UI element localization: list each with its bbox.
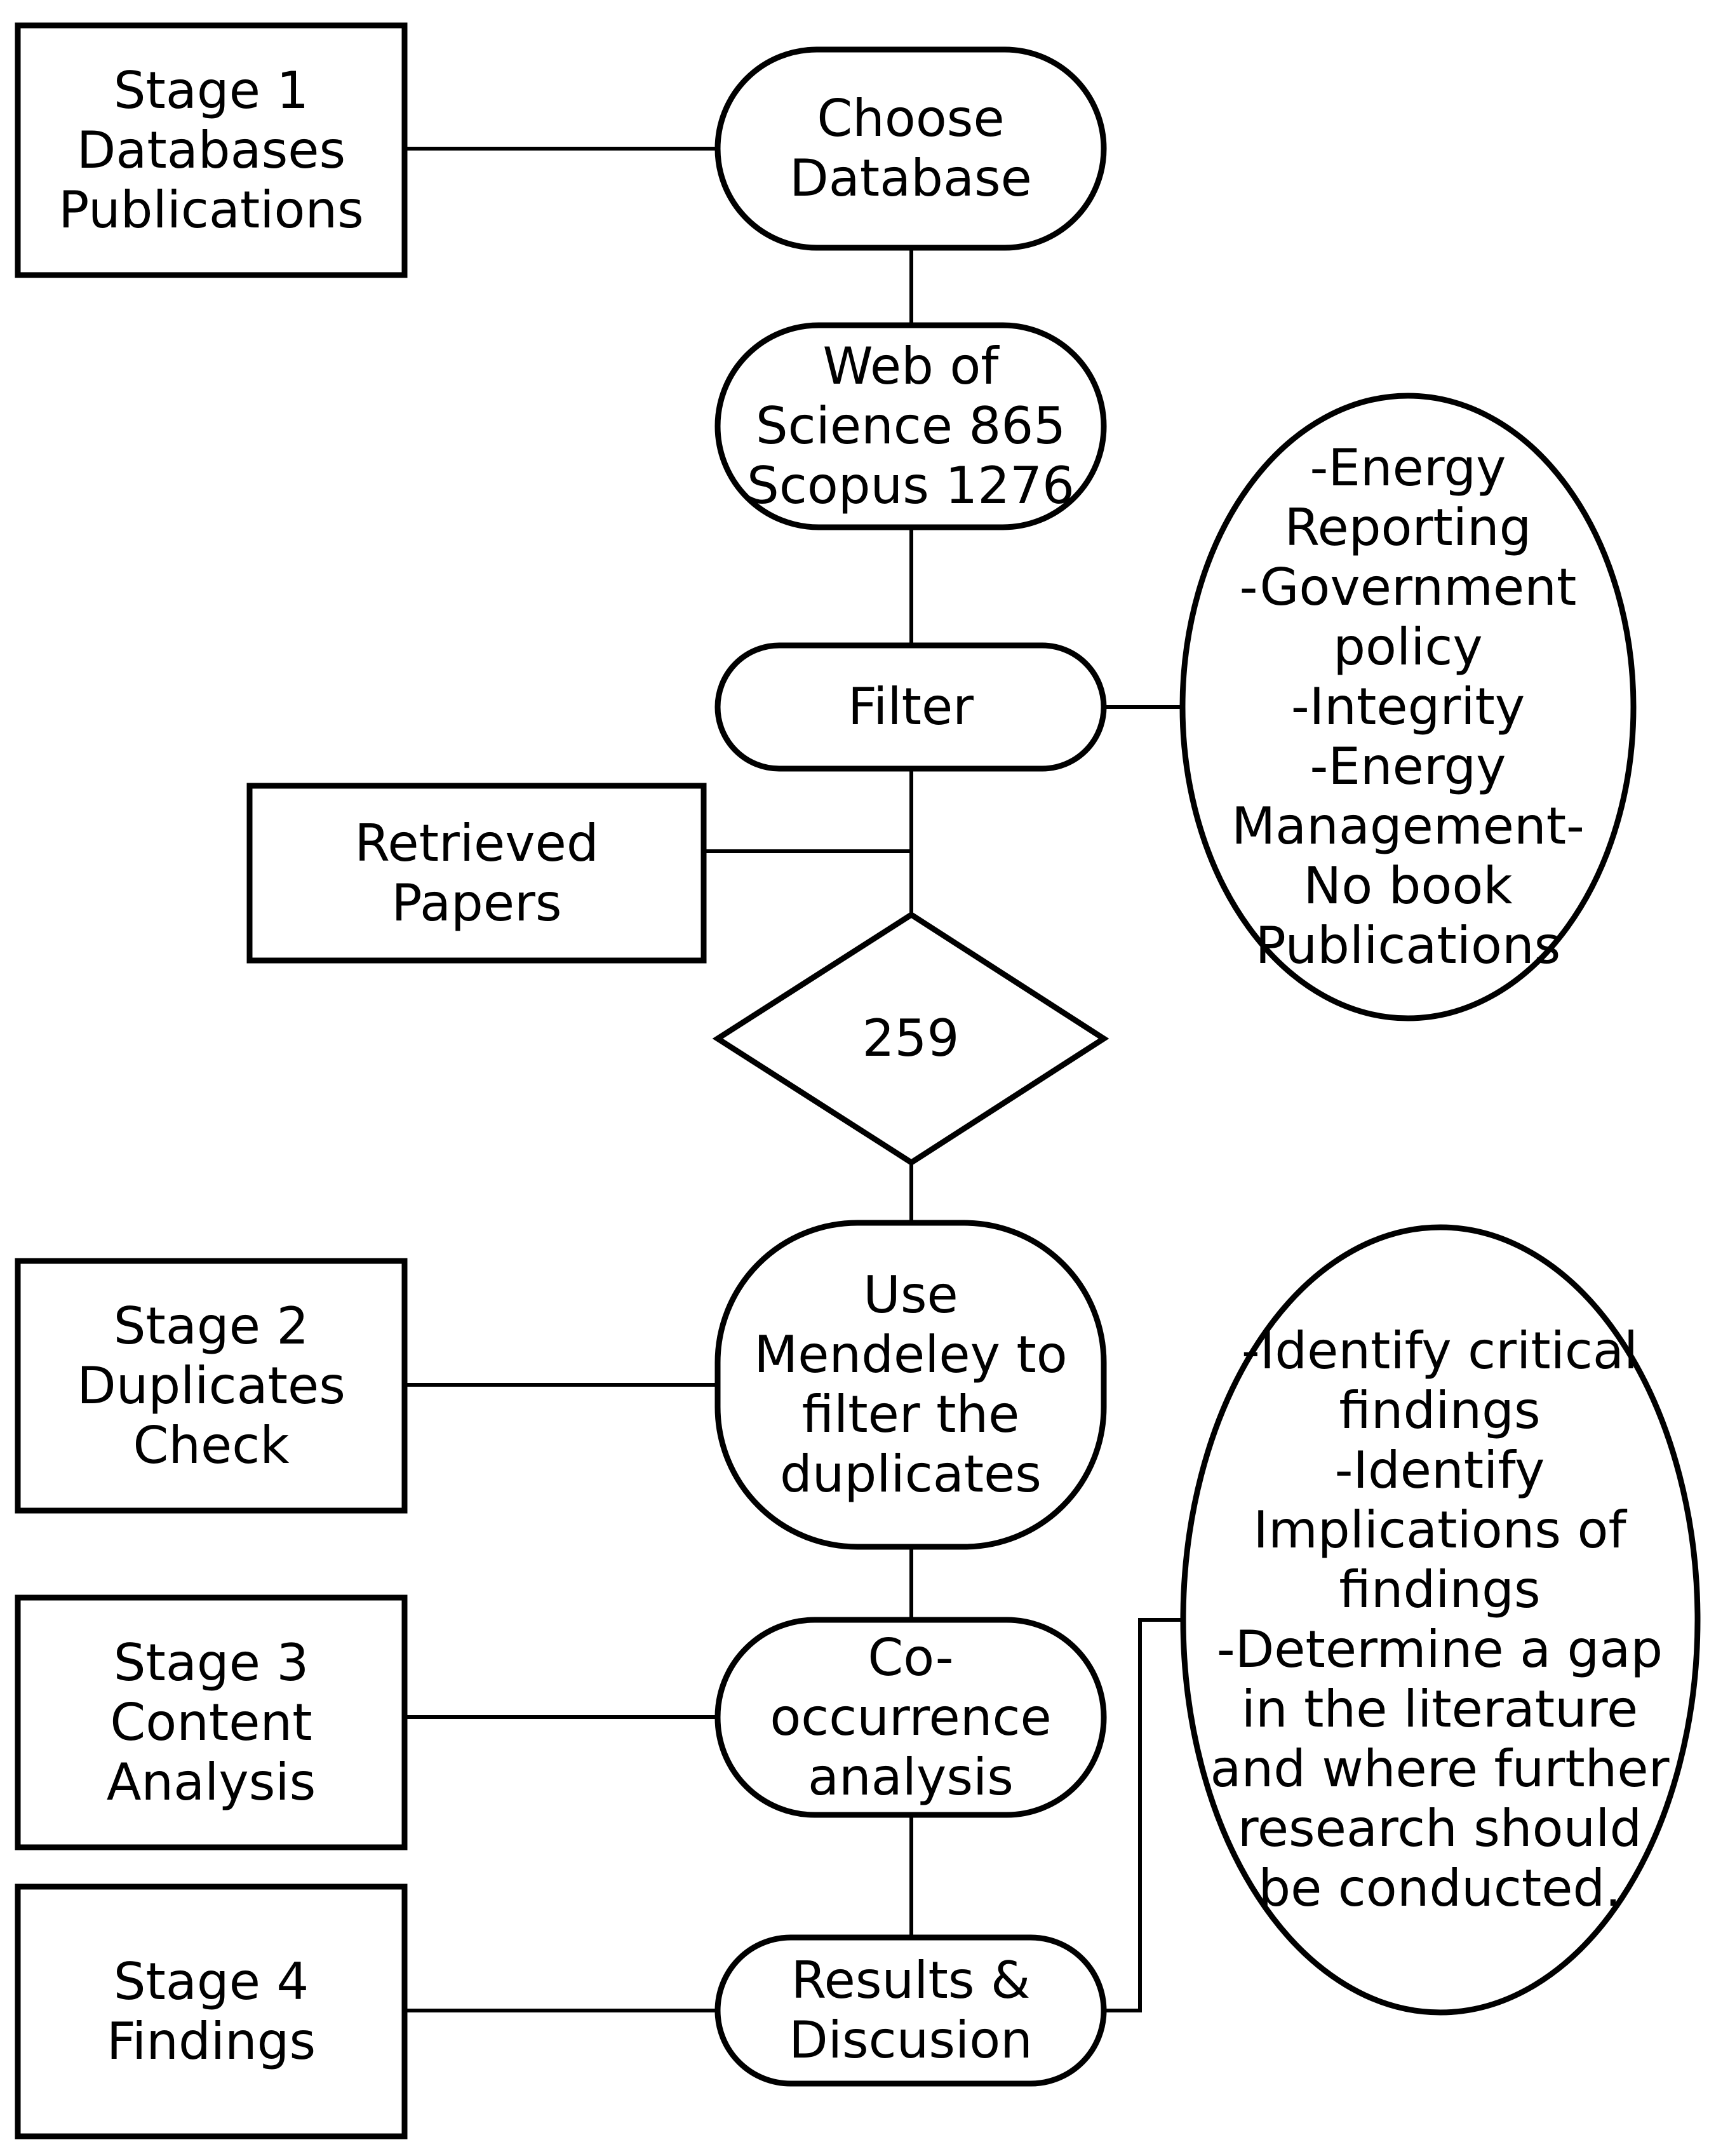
filter-label: Filter	[847, 677, 974, 736]
stage-2-box	[15, 1258, 408, 1514]
results-label: Results & Discusion	[789, 1951, 1033, 2070]
mendeley-shape	[714, 1220, 1107, 1550]
stage-4-label: Stage 4 Findings	[106, 1951, 316, 2071]
stage-3-box	[15, 1594, 408, 1850]
choose-database-label: Choose Database	[789, 89, 1032, 208]
stage-2-label: Stage 2 Duplicates Check	[77, 1296, 345, 1475]
filter-criteria-label: -Energy Reporting -Government policy -In…	[1231, 438, 1585, 975]
stage-1-label: Stage 1 Databases Publications	[58, 60, 364, 239]
stage-1-box	[15, 22, 408, 278]
connectors	[405, 147, 1183, 2012]
databases-count-label: Web of Science 865 Scopus 1276	[747, 337, 1075, 515]
filter-criteria-shape	[1179, 393, 1637, 1021]
retrieved-count-diamond	[712, 911, 1109, 1166]
results-shape	[714, 1934, 1107, 2087]
findings-goals-shape	[1180, 1224, 1701, 2016]
stage-3-label: Stage 3 Content Analysis	[106, 1633, 316, 1812]
stage-4-box	[15, 1883, 408, 2139]
retrieved-papers-box	[246, 783, 707, 964]
findings-goals-label: -Identify critical findings -Identify Im…	[1210, 1321, 1670, 1918]
retrieved-count-label: 259	[862, 1009, 960, 1068]
retrieved-papers-label: Retrieved Papers	[354, 813, 599, 933]
filter-shape	[714, 642, 1107, 772]
connector-findings-goals	[1104, 1618, 1183, 2012]
cooccurrence-shape	[714, 1617, 1107, 1818]
cooccurrence-label: Co- occurrence analysis	[770, 1627, 1052, 1807]
mendeley-label: Use Mendeley to filter the duplicates	[754, 1265, 1068, 1504]
choose-database-shape	[714, 46, 1107, 251]
databases-count-shape	[714, 322, 1107, 530]
